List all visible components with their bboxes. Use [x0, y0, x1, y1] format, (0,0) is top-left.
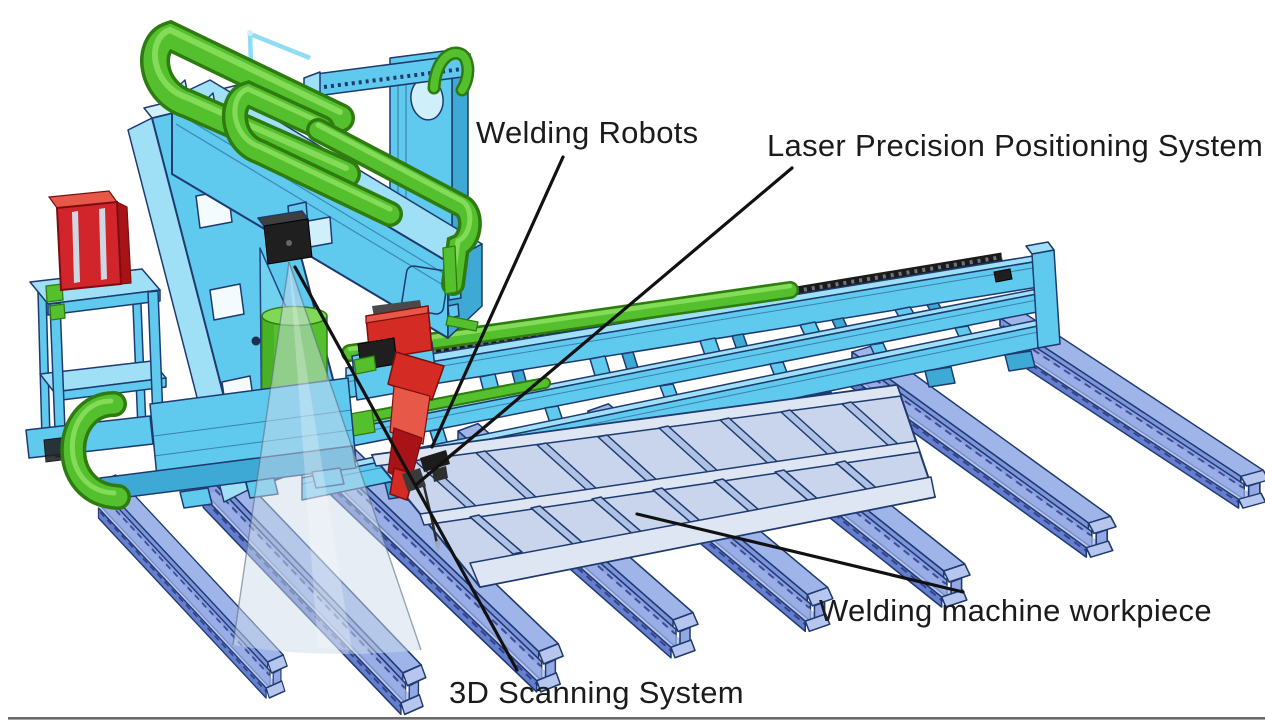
- bottom-divider: [8, 717, 1265, 720]
- leader-line-workpiece: [635, 512, 965, 594]
- cable-carriers: [140, 19, 482, 332]
- equipment-table: [29, 190, 167, 458]
- column-cutout: [209, 283, 245, 321]
- leader-line-scanning-system: [293, 265, 519, 672]
- label-welding-robots: Welding Robots: [476, 115, 698, 150]
- stiffened-panel-workpiece: [371, 384, 936, 588]
- label-workpiece: Welding machine workpiece: [819, 593, 1212, 628]
- leader-line-welding-robots: [430, 155, 565, 449]
- rail-end-post: [993, 241, 1061, 349]
- leader-lines: [293, 155, 965, 672]
- gantry-carriage: [25, 377, 357, 510]
- labels: Welding Robots Laser Precision Positioni…: [449, 115, 1263, 710]
- leader-line-laser-system: [415, 166, 794, 486]
- gantry-frame: [25, 19, 483, 552]
- label-scanning-system: 3D Scanning System: [449, 675, 744, 710]
- scan-cone: [232, 261, 422, 654]
- 3d-scanner-camera: [257, 201, 333, 265]
- control-cabinet: [47, 190, 132, 292]
- label-laser-system: Laser Precision Positioning System: [767, 128, 1263, 163]
- welding-robot: [349, 300, 467, 552]
